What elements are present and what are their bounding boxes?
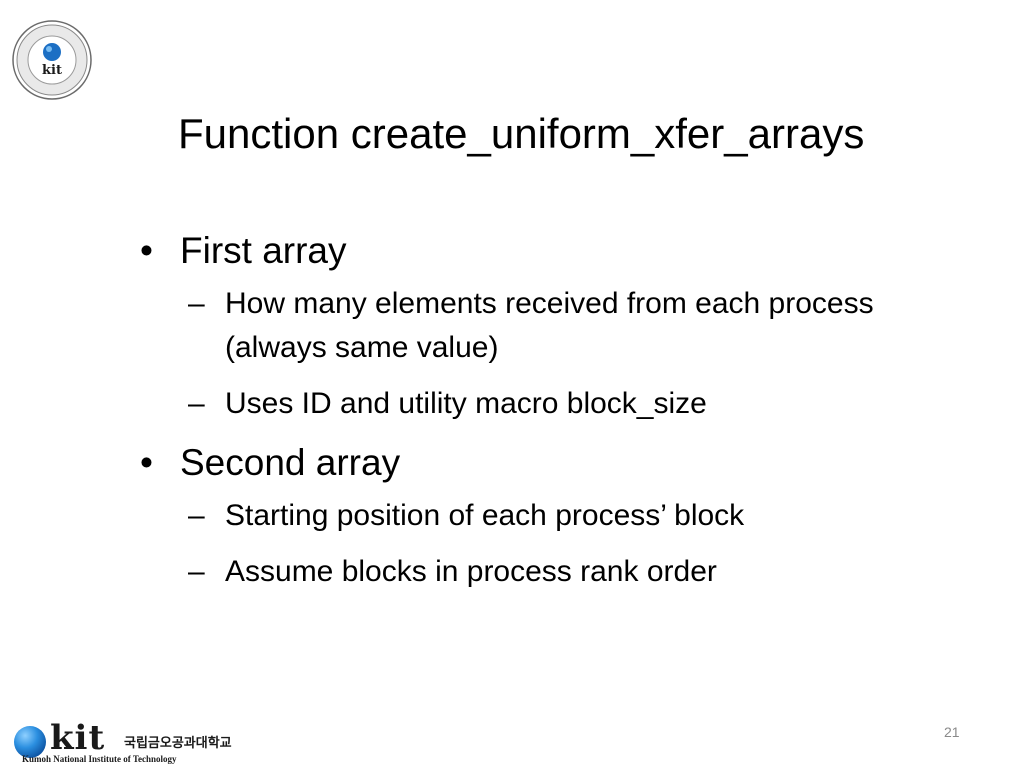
sub-bullet-item: – How many elements received from each p… — [140, 282, 900, 370]
slide-title: Function create_uniform_xfer_arrays — [178, 110, 865, 157]
bullet-item: • First array — [140, 226, 900, 276]
seal-kit-text: kit — [42, 63, 62, 78]
sub-bullet-item: – Starting position of each process’ blo… — [140, 494, 900, 538]
bullet-item: • Second array — [140, 438, 900, 488]
sub-bullet-dash: – — [188, 387, 205, 420]
footer-kit-text: kit — [50, 718, 106, 758]
sub-bullet-item: – Uses ID and utility macro block_size — [140, 382, 900, 426]
sub-bullet-text: Assume blocks in process rank order — [225, 555, 717, 588]
sub-bullet-item: – Assume blocks in process rank order — [140, 550, 900, 594]
sub-bullet-text: Starting position of each process’ block — [225, 499, 745, 532]
footer-university-logo: kit 국립금오공과대학교 Kumoh National Institute o… — [12, 718, 242, 766]
sub-bullet-dash: – — [188, 499, 205, 532]
sub-bullet-dash: – — [188, 287, 205, 320]
sub-bullet-text: Uses ID and utility macro block_size — [225, 387, 707, 420]
bullet-dot: • — [140, 442, 153, 483]
page-number: 21 — [944, 724, 960, 740]
footer-english-name: Kumoh National Institute of Technology — [22, 754, 177, 764]
sub-bullet-text: How many elements received from each pro… — [225, 287, 874, 364]
bullet-text: First array — [180, 230, 347, 271]
university-seal-logo: kit — [12, 20, 92, 100]
globe-icon — [14, 726, 46, 758]
footer-korean-name: 국립금오공과대학교 — [124, 736, 232, 751]
bullet-text: Second array — [180, 442, 401, 483]
sub-bullet-dash: – — [188, 555, 205, 588]
slide-content: • First array – How many elements receiv… — [140, 226, 900, 606]
bullet-dot: • — [140, 230, 153, 271]
